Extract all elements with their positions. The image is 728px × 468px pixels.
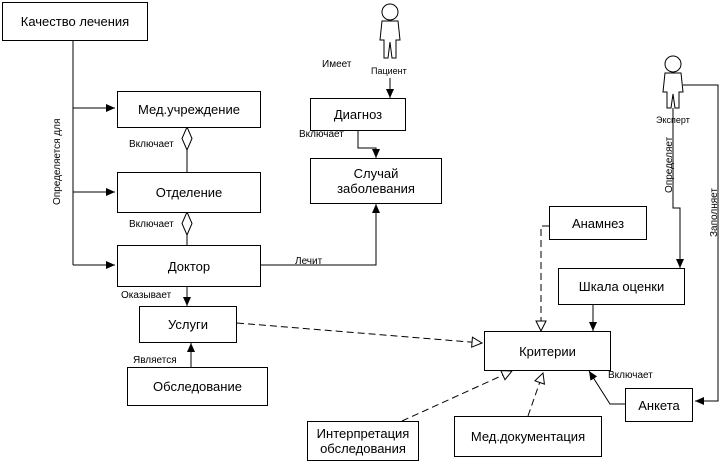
node-sluchai-zabolevaniya[interactable]: Случай заболевания: [310, 158, 442, 204]
node-otdelenie[interactable]: Отделение: [117, 172, 261, 213]
edge-label-imeet: Имеет: [322, 59, 352, 70]
edge-ekspert-shkala: [672, 108, 684, 268]
aggregation-diamond-2: [181, 210, 193, 237]
node-med-uchrezhdenie[interactable]: Мед.учреждение: [117, 91, 261, 128]
node-interpretaciya-obsledovaniya[interactable]: Интерпретация обследования: [307, 421, 419, 461]
node-obsledovanie[interactable]: Обследование: [127, 367, 268, 406]
edge-label-vklyuchaet-diag: Включает: [299, 129, 344, 140]
edge-diagnoz-sluchai: [357, 131, 380, 158]
actor-pacient-label: Пациент: [371, 66, 407, 76]
edge-label-lechit: Лечит: [295, 256, 323, 267]
node-uslugi[interactable]: Услуги: [139, 306, 237, 343]
edge-doktor-sluchai: [261, 204, 380, 266]
actor-ekspert-figure: [662, 55, 684, 109]
edge-ekspert-anketa: [683, 84, 719, 405]
edge-meddok-kriterii: [527, 373, 543, 417]
edge-uslugi-kriterii: [236, 322, 482, 343]
aggregation-diamond-1: [181, 125, 193, 152]
node-anketa[interactable]: Анкета: [625, 388, 693, 422]
node-anamnez[interactable]: Анамнез: [549, 206, 647, 240]
edge-label-vklyuchaet-kr: Включает: [608, 370, 653, 381]
edge-interp-kriterii: [401, 371, 512, 422]
edge-label-okazyvaet: Оказывает: [121, 290, 172, 301]
edge-label-opredelyaet: Определяет: [664, 136, 675, 193]
node-kachestvo-lecheniya[interactable]: Качество лечения: [2, 2, 148, 41]
actor-ekspert-label: Эксперт: [656, 115, 690, 125]
edge-anamnez-kriterii: [541, 225, 549, 331]
edge-label-opredelyaetsya-dlya: Определяется для: [52, 118, 63, 205]
edge-anketa-kriterii: [588, 370, 625, 405]
edge-label-yavlyaetsya: Является: [133, 355, 177, 366]
edge-label-vklyuchaet-1: Включает: [129, 139, 174, 150]
node-doktor[interactable]: Доктор: [117, 245, 261, 287]
node-diagnoz[interactable]: Диагноз: [310, 98, 406, 131]
edge-label-zapolnyaet: Заполняет: [709, 188, 720, 237]
node-kriterii[interactable]: Критерии: [484, 331, 611, 371]
node-shkala-ocenki[interactable]: Шкала оценки: [558, 268, 685, 305]
actor-pacient-figure: [379, 3, 401, 59]
edge-label-vklyuchaet-2: Включает: [129, 219, 174, 230]
node-med-dokumentaciya[interactable]: Мед.документация: [454, 416, 602, 457]
